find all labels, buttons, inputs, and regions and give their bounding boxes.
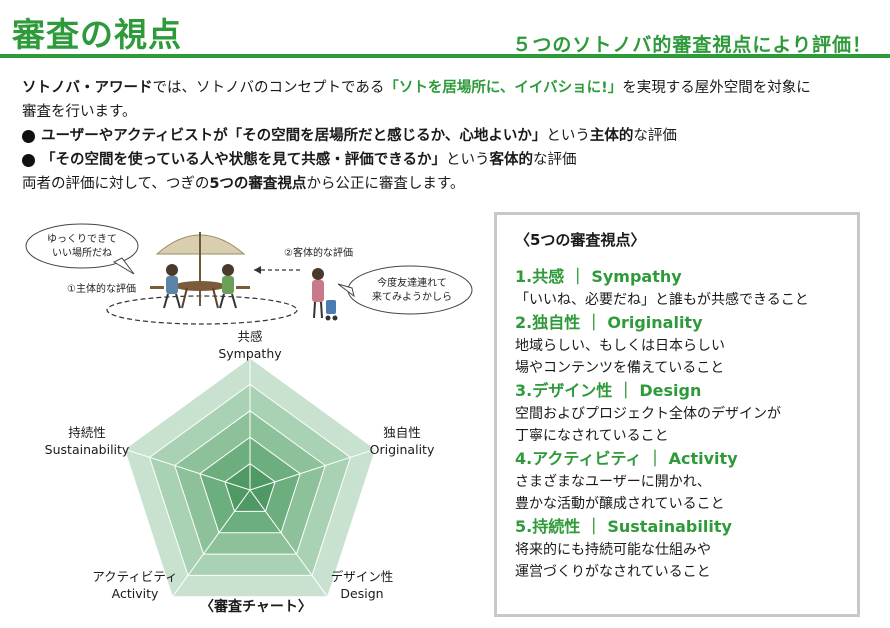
radar-chart-title: 〈審査チャート〉	[200, 599, 312, 615]
table-icon	[174, 281, 226, 291]
intro-line-2: 審査を行います。	[22, 104, 137, 120]
stroller-icon	[326, 300, 336, 314]
page-header: 審査の視点 ５つのソトノバ的審査視点により評価！	[0, 0, 890, 58]
place-dashed-oval	[106, 295, 298, 325]
criteria-item: 5.持続性 ｜ Sustainability 将来的にも持続可能な仕組みや 運営…	[515, 515, 855, 583]
concept-highlight: 「ソトを居場所に、イイバショに!」	[384, 80, 623, 96]
review-radar-chart: 共感 Sympathy 独自性 Originality デザイン性 Design…	[32, 320, 442, 620]
criteria-description: 地域らしい、もしくは日本らしい	[515, 338, 725, 354]
criteria-list: 1.共感 ｜ Sympathy 「いいね、必要だね」と誰もが共感できること 2.…	[515, 265, 855, 583]
radar-label-en: Originality	[369, 442, 435, 457]
criteria-description: 「いいね、必要だね」と誰もが共感できること	[515, 292, 809, 308]
radar-label-en: Activity	[111, 586, 159, 601]
radar-label-en: Sustainability	[44, 442, 130, 457]
person-right-icon	[222, 264, 234, 276]
criteria-description: 丁寧になされていること	[515, 428, 669, 444]
radar-label-design: デザイン性 Design	[322, 568, 402, 602]
radar-label-ja: 共感	[237, 329, 263, 344]
radar-label-ja: 独自性	[383, 425, 421, 440]
criteria-description: 場やコンテンツを備えていること	[515, 360, 725, 376]
bullet-subjective: ユーザーやアクティビストが「その空間を居場所だと感じるか、心地よいか」という主体…	[22, 124, 872, 148]
radar-axis-1	[249, 448, 376, 491]
radar-axis-2	[249, 489, 328, 598]
bullet-text: という	[445, 152, 490, 168]
bubble-right-line-2: 来てみようかしら	[372, 291, 452, 303]
observer-person-icon	[312, 268, 324, 280]
evaluation-illustration: ゆっくりできて いい場所だね ①主体的な評価 ②客体的な評価 今度友達連れて 来…	[25, 223, 473, 325]
radar-axis-3	[172, 489, 251, 598]
intro-text: ソトノバ・アワードでは、ソトノバのコンセプトである「ソトを居場所に、イイバショに…	[22, 76, 872, 196]
criteria-heading: 1.共感 ｜ Sympathy	[515, 267, 682, 286]
intro-line-1: ソトノバ・アワードでは、ソトノバのコンセプトである「ソトを居場所に、イイバショに…	[22, 76, 872, 100]
bubble-right-line-1: 今度友達連れて	[377, 276, 447, 289]
criteria-description: 運営づくりがなされていること	[515, 564, 711, 580]
radar-label-sympathy: 共感 Sympathy	[210, 328, 290, 362]
intro-line-5: 両者の評価に対して、つぎの5つの審査視点から公正に審査します。	[22, 172, 872, 196]
intro-text-fragment: を実現する屋外空間を対象に	[622, 80, 811, 96]
bullet-text: という	[546, 128, 590, 144]
radar-svg	[123, 357, 377, 598]
radar-label-activity: アクティビティ Activity	[80, 568, 190, 602]
award-name: ソトノバ・アワード	[22, 80, 153, 96]
criteria-item: 1.共感 ｜ Sympathy 「いいね、必要だね」と誰もが共感できること	[515, 265, 855, 311]
criteria-heading: 3.デザイン性 ｜ Design	[515, 381, 702, 400]
speech-bubble-left	[25, 223, 139, 269]
bullet-text: 「その空間を使っている人や状態を見て共感・評価できるか」	[41, 152, 446, 168]
criteria-heading: 4.アクティビティ ｜ Activity	[515, 449, 738, 468]
criteria-heading: 2.独自性 ｜ Originality	[515, 313, 703, 332]
bullet-text: な評価	[633, 128, 677, 144]
criteria-description: さまざまなユーザーに開かれ、	[515, 474, 711, 490]
radar-label-en: Design	[340, 586, 384, 601]
arrow-head-icon	[254, 266, 261, 274]
bullet-text: ユーザーやアクティビストが「その空間を居場所だと感じるか、心地よいか」	[41, 128, 547, 144]
radar-label-sustainability: 持続性 Sustainability	[32, 424, 142, 458]
criteria-description: 空間およびプロジェクト全体のデザインが	[515, 406, 781, 422]
review-criteria-panel: 〈5つの審査視点〉 1.共感 ｜ Sympathy 「いいね、必要だね」と誰もが…	[494, 212, 860, 617]
page-subtitle: ５つのソトノバ的審査視点により評価！	[512, 34, 872, 56]
bullet-objective: 「その空間を使っている人や状態を見て共感・評価できるか」という客体的な評価	[22, 148, 872, 172]
person-left-icon	[166, 264, 178, 276]
criteria-heading: 5.持続性 ｜ Sustainability	[515, 517, 732, 536]
label-objective-evaluation: ②客体的な評価	[284, 246, 353, 259]
speech-bubble-tail-icon	[112, 257, 135, 275]
criteria-description: 豊かな活動が醸成されていること	[515, 496, 725, 512]
radar-axis-4	[124, 448, 251, 491]
criteria-description: 将来的にも持続可能な仕組みや	[515, 542, 711, 558]
radar-label-ja: 持続性	[68, 425, 106, 440]
intro-text-fragment: 両者の評価に対して、つぎの	[22, 176, 210, 192]
criteria-item: 3.デザイン性 ｜ Design 空間およびプロジェクト全体のデザインが 丁寧に…	[515, 379, 855, 447]
bullet-keyword: 主体的	[589, 128, 634, 144]
criteria-item: 4.アクティビティ ｜ Activity さまざまなユーザーに開かれ、 豊かな活…	[515, 447, 855, 515]
panel-title: 〈5つの審査視点〉	[515, 231, 646, 249]
radar-label-ja: アクティビティ	[92, 569, 178, 584]
page-title: 審査の視点	[12, 15, 182, 54]
bubble-left-line-1: ゆっくりできて	[47, 233, 117, 245]
bullet-text: な評価	[532, 152, 577, 168]
intro-keyword: 5つの審査視点	[209, 176, 307, 192]
radar-label-ja: デザイン性	[330, 569, 394, 584]
radar-label-originality: 独自性 Originality	[362, 424, 442, 458]
speech-bubble-right	[347, 265, 473, 315]
label-subjective-evaluation: ①主体的な評価	[67, 282, 136, 295]
intro-text-fragment: から公正に審査します。	[306, 176, 465, 192]
bullet-dot-icon	[22, 129, 35, 143]
bullet-keyword: 客体的	[489, 152, 533, 168]
bubble-left-line-2: いい場所だね	[52, 246, 112, 259]
criteria-item: 2.独自性 ｜ Originality 地域らしい、もしくは日本らしい 場やコン…	[515, 311, 855, 379]
intro-text-fragment: では、ソトノバのコンセプトである	[152, 80, 385, 96]
radar-label-en: Sympathy	[218, 346, 282, 361]
speech-bubble-tail-icon	[337, 283, 355, 298]
header-rule	[0, 54, 890, 58]
bullet-dot-icon	[22, 153, 35, 167]
